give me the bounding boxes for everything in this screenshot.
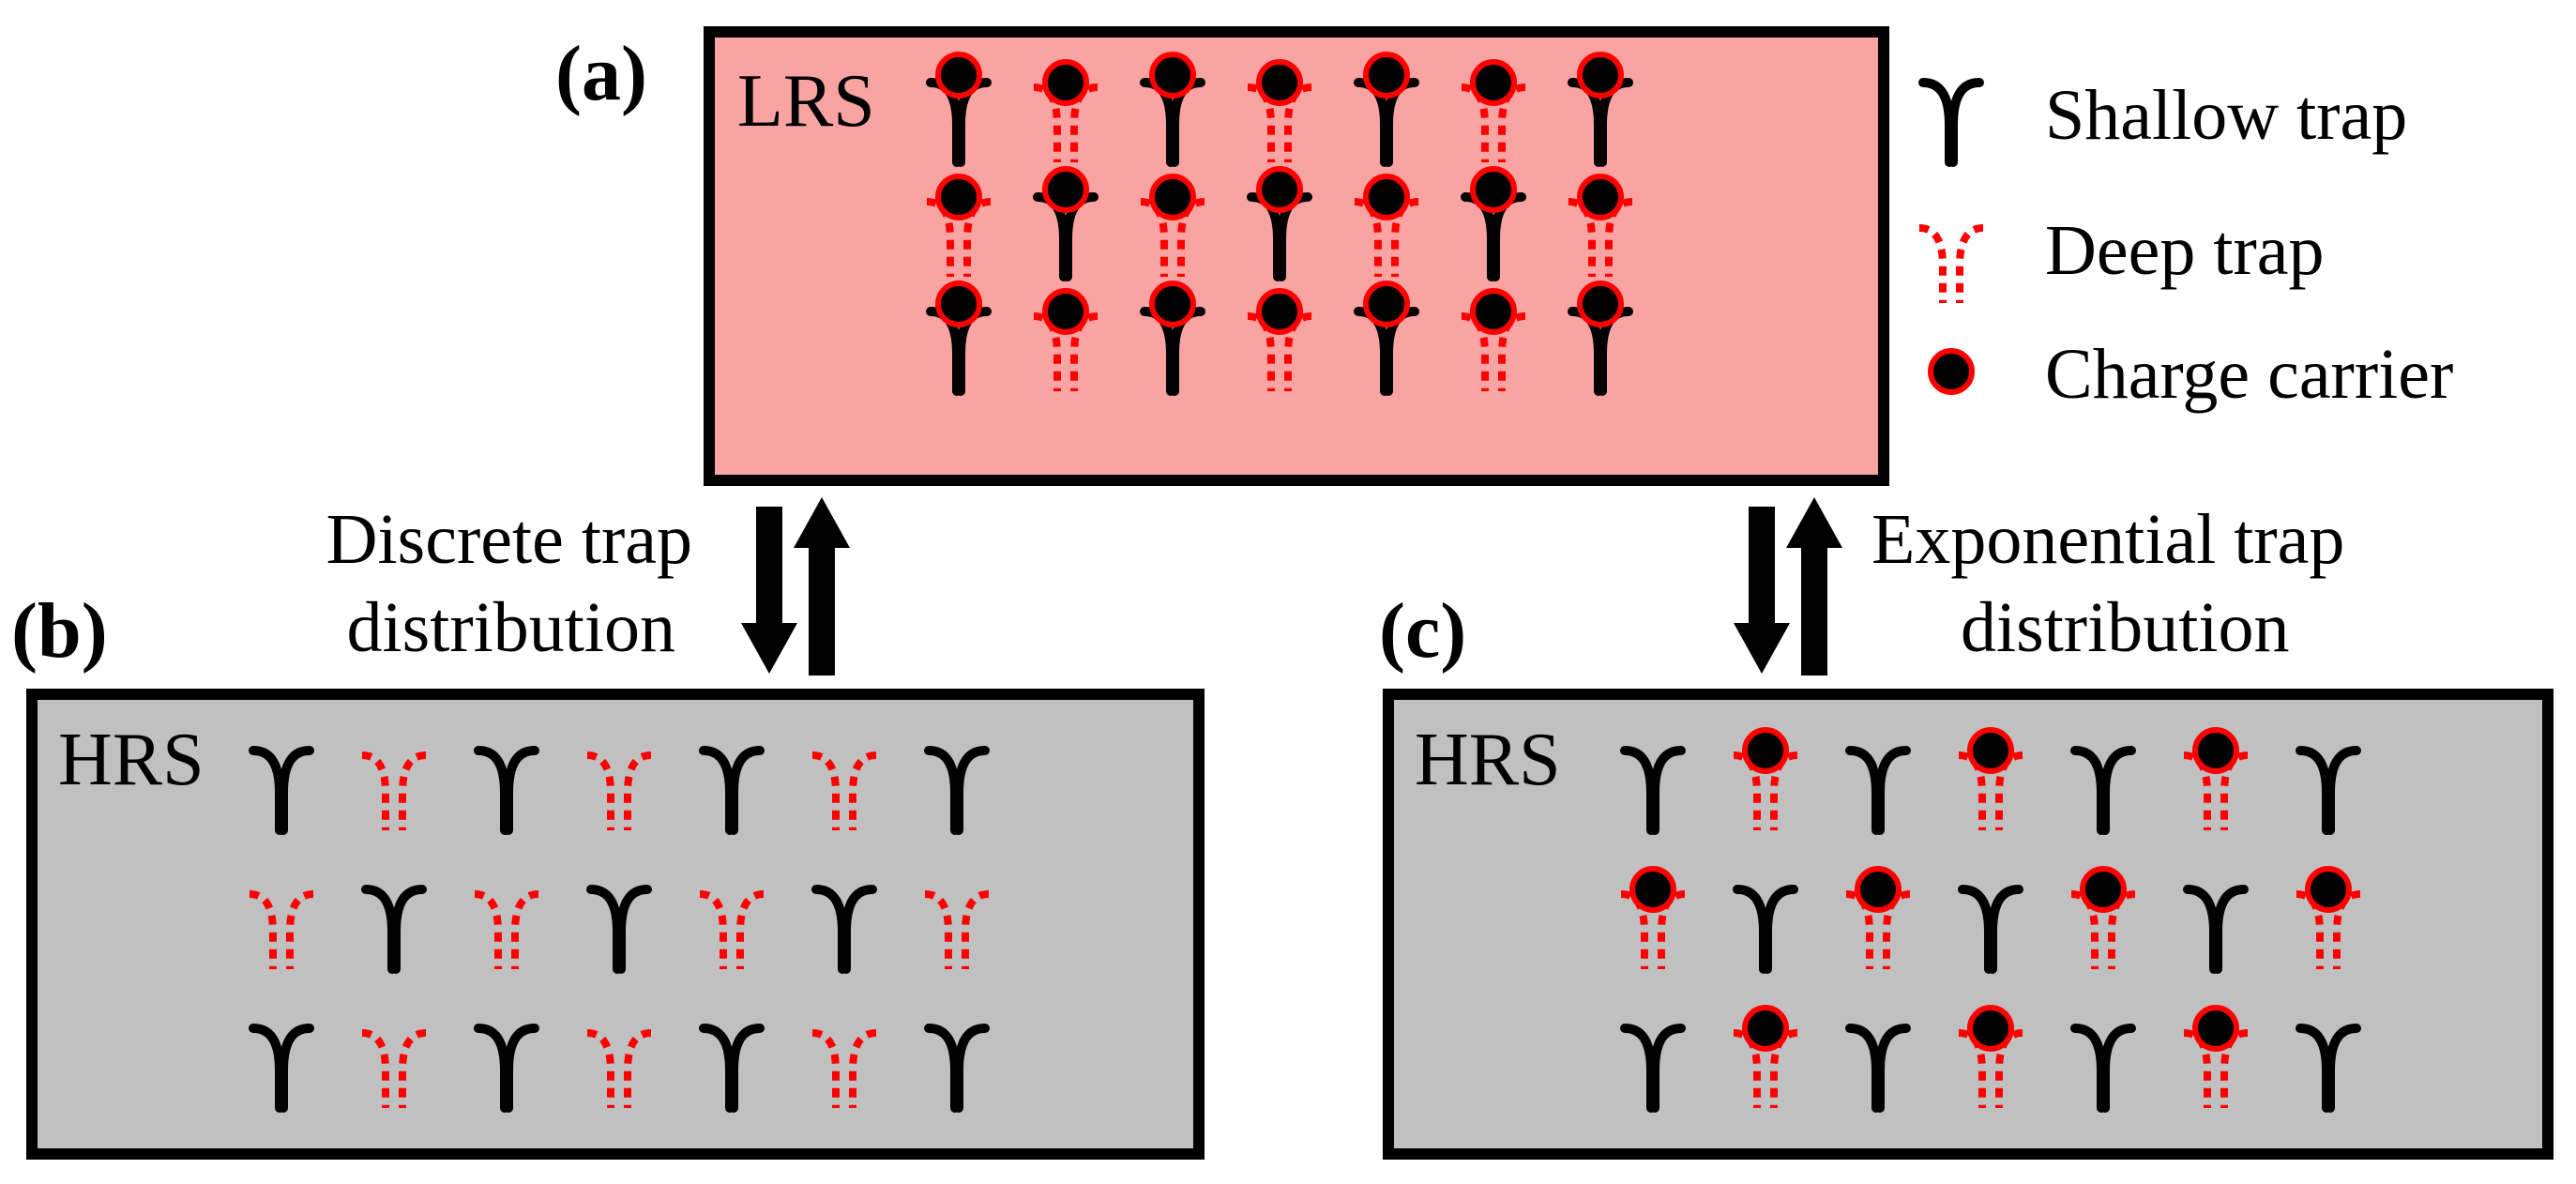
legend-deep-trap-icon <box>1919 228 1983 303</box>
charge-carrier-icon <box>1745 730 1786 771</box>
legend-shallow-label: Shallow trap <box>2045 76 2407 155</box>
panel-a-letter: (a) <box>555 30 647 117</box>
charge-carrier-icon <box>1473 169 1514 210</box>
left-transition-arrows <box>741 497 850 675</box>
legend-charge-carrier-icon <box>1931 351 1972 392</box>
charge-carrier-icon <box>1045 291 1086 332</box>
panel-b-letter: (b) <box>11 587 108 675</box>
charge-carrier-icon <box>1152 283 1193 325</box>
charge-carrier-icon <box>938 176 979 218</box>
legend-carrier-label: Charge carrier <box>2045 335 2453 414</box>
panel-c-letter: (c) <box>1379 587 1466 675</box>
left-arrow-label-line2: distribution <box>347 588 675 667</box>
charge-carrier-icon <box>1857 869 1899 910</box>
charge-carrier-icon <box>1580 176 1621 218</box>
charge-carrier-icon <box>2083 869 2124 910</box>
charge-carrier-icon <box>2195 1008 2236 1049</box>
charge-carrier-icon <box>2308 869 2349 910</box>
panel-b-state-label: HRS <box>58 719 205 801</box>
charge-carrier-icon <box>1152 176 1193 218</box>
charge-carrier-icon <box>1366 283 1407 325</box>
left-arrow-label-line1: Discrete trap <box>326 500 692 579</box>
panel-a-box <box>704 26 1889 486</box>
panel-a-state-label: LRS <box>737 60 875 143</box>
charge-carrier-icon <box>1580 283 1621 325</box>
panel-c-state-label: HRS <box>1415 719 1561 801</box>
right-transition-arrows <box>1734 497 1842 675</box>
legend-deep-label: Deep trap <box>2045 211 2325 290</box>
charge-carrier-icon <box>1366 176 1407 218</box>
charge-carrier-icon <box>1045 169 1086 210</box>
charge-carrier-icon <box>1366 54 1407 96</box>
charge-carrier-icon <box>1259 291 1300 332</box>
legend: Shallow trap Deep trap Charge carrier <box>1919 76 2453 414</box>
charge-carrier-icon <box>1259 62 1300 103</box>
charge-carrier-icon <box>1045 62 1086 103</box>
charge-carrier-icon <box>2195 730 2236 771</box>
panel-c-box <box>1383 689 2553 1160</box>
legend-shallow-trap-icon <box>1923 83 1979 162</box>
charge-carrier-icon <box>1970 1008 2011 1049</box>
charge-carrier-icon <box>1970 730 2011 771</box>
charge-carrier-icon <box>938 54 979 96</box>
charge-carrier-icon <box>1745 1008 1786 1049</box>
charge-carrier-icon <box>1473 62 1514 103</box>
right-arrow-label-line1: Exponential trap <box>1871 500 2344 579</box>
right-arrow-label-line2: distribution <box>1961 588 2289 667</box>
charge-carrier-icon <box>1580 54 1621 96</box>
charge-carrier-icon <box>1152 54 1193 96</box>
charge-carrier-icon <box>1473 291 1514 332</box>
charge-carrier-icon <box>1259 169 1300 210</box>
charge-carrier-icon <box>938 283 979 325</box>
charge-carrier-icon <box>1632 869 1674 910</box>
